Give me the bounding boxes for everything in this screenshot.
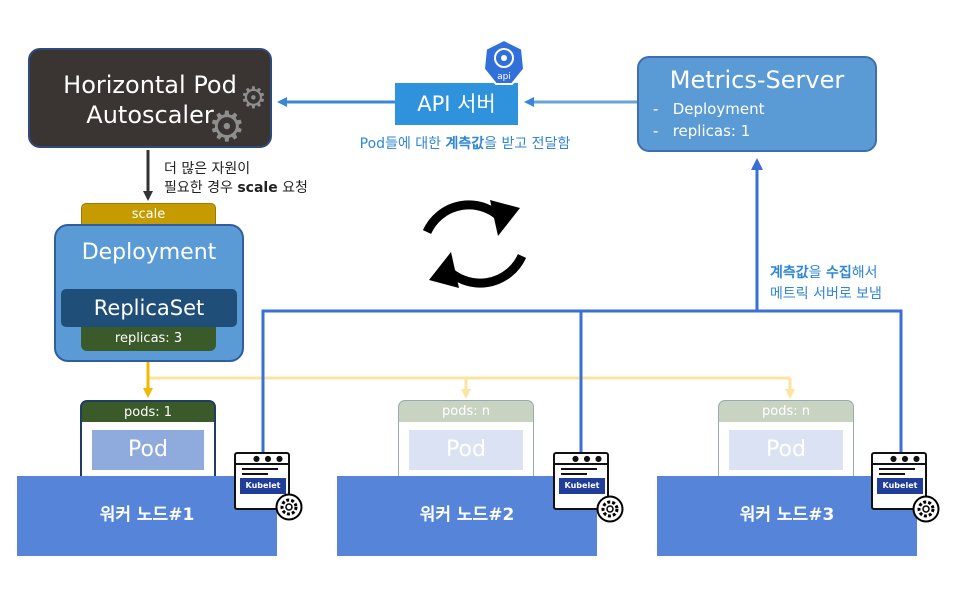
pod-1: Pod <box>92 430 204 470</box>
scale-request-note: 더 많은 자원이 필요한 경우 scale 요청 <box>164 160 308 198</box>
api-caption: Pod들에 대한 계측값을 받고 전달함 <box>310 133 620 153</box>
replicas-count: replicas: 3 <box>81 327 216 351</box>
kubelet-gear-icon <box>275 493 303 521</box>
pods-container-2: Pod <box>398 422 534 478</box>
collect-note-mid: 을 <box>808 265 826 281</box>
scale-tab: scale <box>81 203 216 225</box>
pods-container-1: Pod <box>80 422 216 478</box>
gear-icon: ⚙ <box>240 81 267 116</box>
api-caption-bold: 계측값 <box>445 136 485 152</box>
metrics-item-deployment: - Deployment <box>653 100 765 118</box>
pods-tab-3: pods: n <box>718 400 854 422</box>
kubelet-label-3: Kubelet <box>877 478 923 494</box>
scale-note-pre: 필요한 경우 <box>164 180 238 196</box>
line-deployment-to-pods <box>146 362 790 380</box>
collect-note-bold2: 수집 <box>825 265 852 281</box>
api-server-box: API 서버 <box>395 83 518 125</box>
kubelet-label-1: Kubelet <box>240 478 286 494</box>
hpa-title-line1: Horizontal Pod <box>63 71 237 99</box>
pods-tab-1: pods: 1 <box>80 400 216 422</box>
collect-note-line2: 메트릭 서버로 보냄 <box>770 286 882 302</box>
hpa-title-line2: Autoscaler <box>86 101 214 129</box>
metrics-item-replicas: - replicas: 1 <box>653 122 751 140</box>
metrics-server-box: Metrics-Server - Deployment - replicas: … <box>637 56 877 152</box>
scale-note-line1: 더 많은 자원이 <box>164 161 251 177</box>
pods-tab-2: pods: n <box>398 400 534 422</box>
replicaset-box: ReplicaSet <box>61 289 237 327</box>
metrics-server-title: Metrics-Server <box>669 66 845 94</box>
collect-metrics-note: 계측값을 수집해서 메트릭 서버로 보냄 <box>770 263 882 305</box>
scale-note-bold: scale <box>237 180 278 196</box>
kubelet-gear-icon <box>596 495 624 523</box>
pod-2: Pod <box>409 430 523 470</box>
kubelet-1: ● ● ● Kubelet <box>234 452 290 510</box>
hpa-box: Horizontal Pod Autoscaler ⚙ ⚙ <box>28 48 272 148</box>
pod-3: Pod <box>729 430 843 470</box>
api-logo-text: api <box>497 72 511 82</box>
scale-note-post: 요청 <box>277 180 308 196</box>
collect-note-bold1: 계측값 <box>770 265 809 281</box>
kubernetes-api-icon: api <box>482 38 526 85</box>
collect-note-post: 해서 <box>851 265 878 281</box>
pods-container-3: Pod <box>718 422 854 478</box>
kubelet-label-2: Kubelet <box>559 478 605 494</box>
kubelet-gear-icon <box>912 495 940 523</box>
api-caption-pre: Pod들에 대한 <box>359 136 446 152</box>
worker-node-1: 워커 노드#1 <box>17 476 277 556</box>
api-caption-post: 을 받고 전달함 <box>484 136 571 152</box>
deployment-title: Deployment <box>81 240 217 265</box>
gear-icon: ⚙ <box>208 102 246 151</box>
